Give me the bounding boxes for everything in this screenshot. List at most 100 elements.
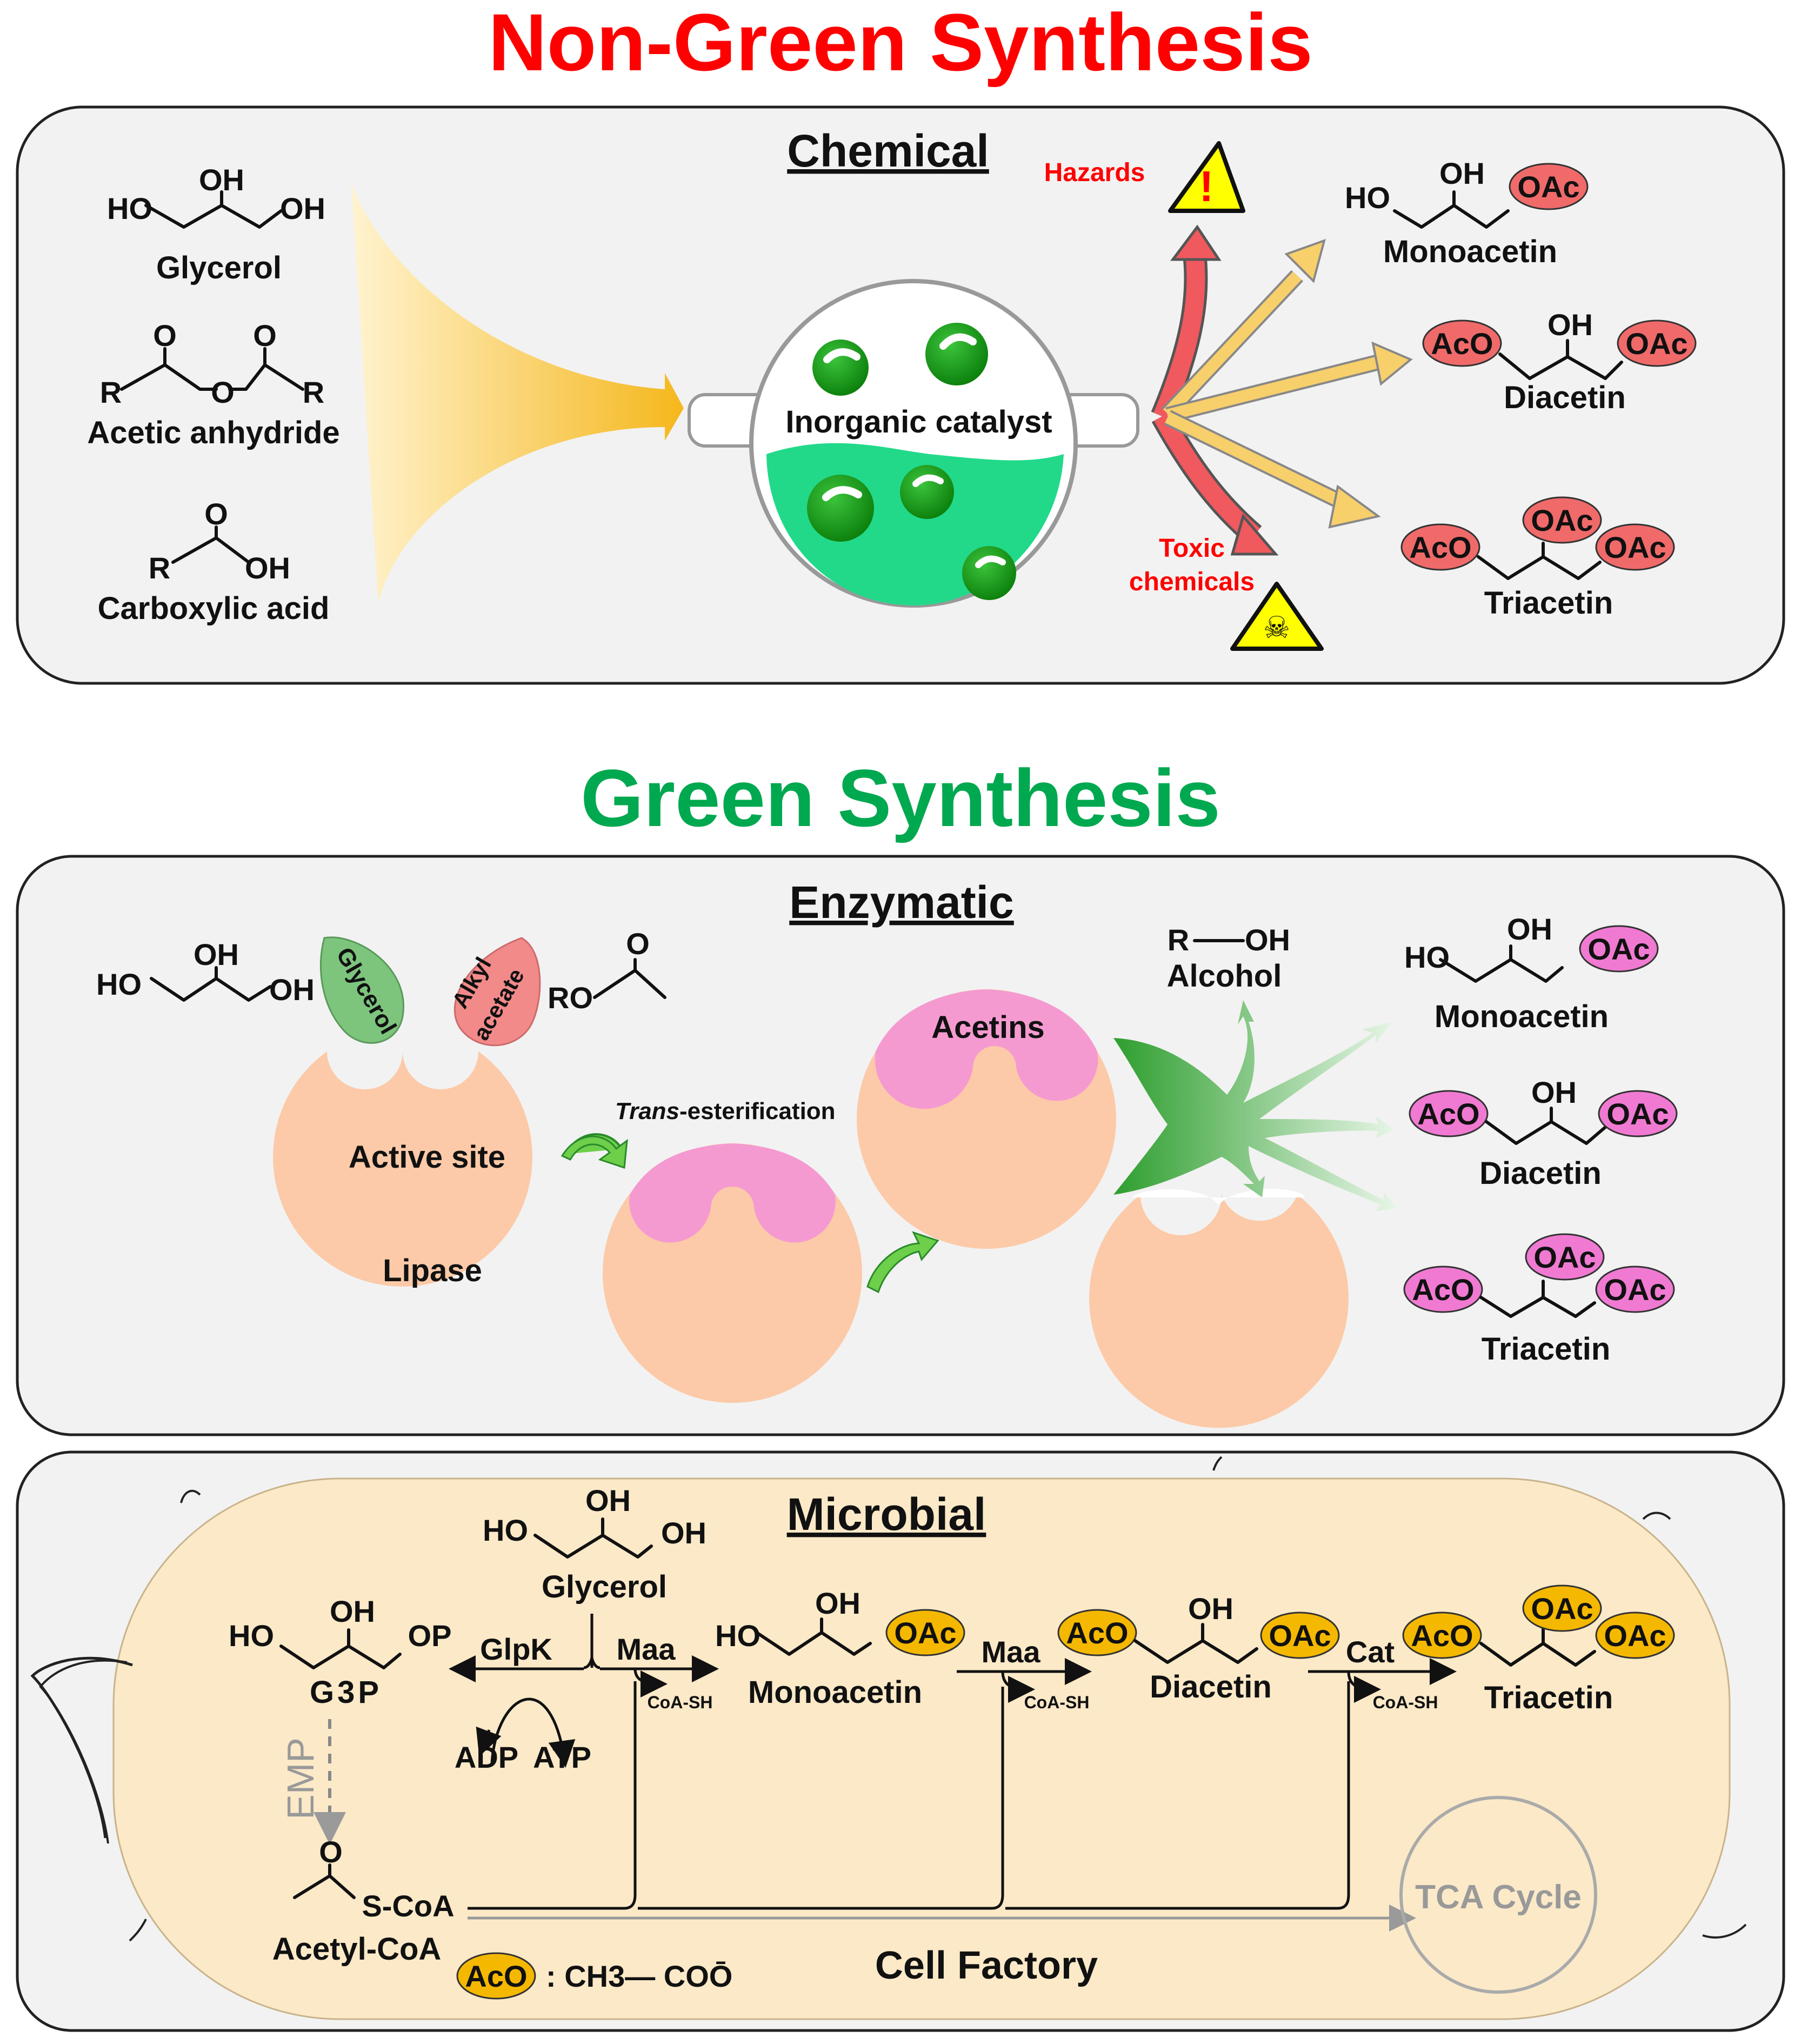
svg-text:R: R (149, 551, 170, 585)
svg-text:Cat: Cat (1346, 1635, 1395, 1669)
adp-label: ADP (455, 1740, 518, 1774)
enz-product-diacetin: AcO OH OAc Diacetin (1409, 1075, 1678, 1191)
svg-text:Monoacetin: Monoacetin (1435, 999, 1609, 1034)
svg-text:OAc: OAc (1533, 1240, 1596, 1274)
svg-text:OH: OH (1439, 156, 1485, 190)
cell-factory-label: Cell Factory (875, 1944, 1098, 1987)
tca-label: TCA Cycle (1415, 1879, 1582, 1916)
cell-body (112, 1477, 1731, 2020)
transition-arrow-2 (866, 1231, 939, 1294)
reaction-flask: Inorganic catalyst (688, 279, 1139, 608)
trans-esterification-label: Trans-esterification (615, 1098, 836, 1124)
svg-text:OH: OH (1531, 1075, 1577, 1109)
lipase-label: Lipase (383, 1253, 482, 1288)
coash-label-2: CoA-SH (1024, 1693, 1090, 1712)
aco-legend: AcO : CH3— COŌ (456, 1952, 732, 2000)
svg-text:AcO: AcO (1417, 1097, 1479, 1131)
svg-text:OAc: OAc (1531, 1592, 1593, 1626)
svg-text:OAc: OAc (1587, 932, 1650, 966)
svg-text:HO: HO (229, 1619, 274, 1653)
svg-text:OH: OH (585, 1483, 631, 1517)
svg-text:AcO: AcO (1431, 327, 1493, 361)
svg-text:HO: HO (483, 1513, 528, 1547)
svg-text:O: O (626, 927, 650, 961)
svg-text:HO: HO (1404, 940, 1450, 974)
chem-product-diacetin: AcO OH OAc Diacetin (1422, 308, 1697, 415)
mic-product-monoacetin: OH HO OAc Monoacetin (715, 1586, 965, 1710)
alcohol-label: Alcohol (1167, 958, 1282, 994)
maa-step-1-coash: CoA-SH (633, 1668, 712, 1712)
toxic-label-line1: Toxic (1159, 534, 1225, 563)
glycerol-structure: OH HO OH Glycerol (107, 163, 325, 285)
acetins-enzyme: Acetins (857, 989, 1116, 1249)
svg-text:O: O (253, 318, 277, 352)
svg-text:OH: OH (1547, 308, 1593, 342)
alcohol-structure: R OH Alcohol (1167, 923, 1290, 994)
svg-text:OH: OH (269, 973, 315, 1007)
svg-text:O: O (319, 1835, 343, 1869)
toxic-label-line2: chemicals (1129, 568, 1255, 596)
carboxylic-acid-label: Carboxylic acid (98, 591, 330, 626)
svg-text:O: O (153, 318, 177, 352)
svg-text:OAc: OAc (1604, 530, 1666, 564)
svg-text:S-CoA: S-CoA (362, 1889, 454, 1923)
maa-label-1: Maa (617, 1632, 676, 1666)
lipase-enzyme: Active site Lipase (273, 1051, 533, 1288)
g3p-label: G3P (310, 1675, 382, 1710)
svg-text:Monoacetin: Monoacetin (748, 1675, 922, 1710)
glpk-label: GlpK (480, 1632, 552, 1666)
svg-text:AcO: AcO (1412, 1273, 1474, 1307)
svg-text:!: ! (1199, 162, 1214, 210)
svg-text:OAc: OAc (1269, 1619, 1331, 1653)
active-site-label: Active site (349, 1140, 505, 1175)
svg-text:Maa: Maa (982, 1635, 1041, 1669)
acetyl-coa-label: Acetyl-CoA (272, 1932, 442, 1967)
chemical-heading: Chemical (787, 125, 989, 176)
tca-cycle: TCA Cycle (1399, 1796, 1597, 1994)
svg-text:O: O (204, 497, 228, 531)
svg-text:AcO: AcO (1411, 1619, 1473, 1653)
svg-text:OAc: OAc (1604, 1273, 1666, 1307)
enzymatic-glycerol-structure: OH HO OH (96, 937, 315, 1007)
acetic-anhydride-structure: O O R O R Acetic anhydride (87, 318, 339, 450)
non-green-title: Non-Green Synthesis (488, 0, 1312, 88)
svg-text:Triacetin: Triacetin (1484, 1680, 1613, 1715)
maa-step-2: Maa CoA-SH (957, 1635, 1092, 1712)
svg-text:RO: RO (548, 981, 593, 1015)
alkyl-acetate-structure: RO O (548, 927, 666, 1015)
glycerol-branch-arrows: GlpK Maa ADP ATP (449, 1614, 719, 1774)
cat-step: Cat CoA-SH (1308, 1635, 1457, 1712)
svg-text:OH: OH (1245, 923, 1290, 957)
svg-text:Monoacetin: Monoacetin (1383, 234, 1557, 269)
microbial-glycerol-structure: OH HO OH Glycerol (483, 1483, 706, 1604)
mic-product-triacetin: AcO OAc OAc Triacetin (1402, 1584, 1675, 1715)
mic-product-diacetin: AcO OH OAc Diacetin (1057, 1592, 1340, 1705)
svg-text:OP: OP (408, 1619, 452, 1653)
svg-text:R: R (100, 375, 122, 409)
svg-text:OH: OH (245, 551, 290, 585)
acetic-anhydride-label: Acetic anhydride (87, 415, 339, 450)
svg-text:Triacetin: Triacetin (1482, 1331, 1611, 1367)
funnel-arrow (351, 184, 684, 603)
svg-text:OH: OH (1188, 1592, 1233, 1626)
enz-product-triacetin: AcO OAc OAc Triacetin (1403, 1233, 1675, 1367)
hazards-label: Hazards (1044, 158, 1145, 187)
svg-text:☠: ☠ (1263, 610, 1290, 645)
svg-text:OAc: OAc (1625, 327, 1687, 361)
acetyl-coa-structure: O S-CoA Acetyl-CoA (272, 1835, 455, 1967)
chem-product-monoacetin: OH HO OAc Monoacetin (1345, 156, 1589, 269)
svg-text:AcO: AcO (465, 1959, 527, 1993)
warning-icon: ! (1168, 141, 1245, 213)
svg-text:R: R (1168, 923, 1189, 957)
svg-text:OH: OH (815, 1586, 861, 1620)
svg-text:Diacetin: Diacetin (1479, 1156, 1602, 1191)
svg-text:Triacetin: Triacetin (1484, 585, 1613, 621)
svg-text:HO: HO (1345, 181, 1390, 215)
svg-text:OAc: OAc (894, 1616, 956, 1650)
svg-text:HO: HO (715, 1619, 761, 1653)
flagella (30, 1456, 1747, 1942)
g3p-structure: OH HO OP G3P (229, 1594, 451, 1710)
chem-product-triacetin: AcO OAc OAc Triacetin (1400, 496, 1675, 621)
glycerol-label: Glycerol (156, 250, 282, 285)
